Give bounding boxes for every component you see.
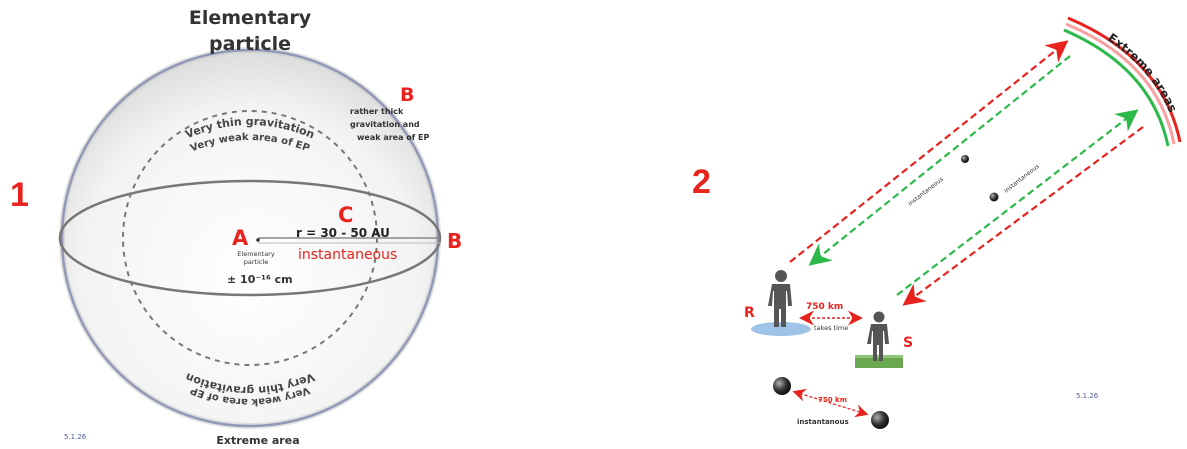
panel-2-code: 5.1.26 (1076, 392, 1099, 400)
panel-2-diagram: 2 Extreme areas instantaneous instantane… (692, 16, 1182, 429)
person-r-label: R (744, 305, 755, 321)
extreme-areas-label: Extreme areas (1105, 31, 1179, 115)
panel-2-number: 2 (692, 163, 711, 201)
person-s-head (873, 311, 885, 323)
title-line-2: particle (209, 33, 291, 55)
person-r-head (775, 270, 787, 282)
instant-label-2: instantaneous (1003, 163, 1041, 195)
extreme-area-label: Extreme area (216, 434, 299, 447)
red-arrow-down-right (902, 126, 1144, 306)
point-a-desc-2: particle (244, 258, 269, 266)
point-a-label: A (232, 226, 249, 250)
person-r-body (768, 284, 792, 327)
radius-value: r = 30 - 50 AU (296, 226, 390, 240)
person-r (751, 270, 811, 336)
person-s (855, 311, 903, 368)
point-a-desc-1: Elementary (237, 250, 275, 258)
point-b-top-desc-1: rather thick (350, 107, 404, 116)
panel-1-code: 5.1.26 (64, 433, 87, 441)
distance-particles-arrow (792, 388, 869, 418)
point-c-label: C (338, 203, 353, 227)
green-arrow-up-right (896, 109, 1139, 296)
person-s-ground (855, 357, 903, 368)
panel-1-number: 1 (10, 176, 29, 214)
instant-label-1: instantaneous (907, 176, 945, 208)
point-a-dot (256, 238, 260, 242)
point-a-size: ± 10⁻¹⁶ cm (227, 273, 293, 286)
particle-large-1 (773, 377, 791, 395)
person-s-body (867, 324, 889, 361)
particle-small-1 (961, 155, 969, 163)
extreme-arc-red (1067, 16, 1182, 143)
extreme-arc-green (1063, 28, 1170, 147)
distance-people-label: 750 km (806, 302, 843, 312)
person-r-ground (751, 322, 811, 336)
instant-label: instantaneous (298, 247, 397, 263)
panel-1-sphere: 1 Elementary particle B rather thick gra… (10, 7, 462, 447)
point-b-top-label: B (400, 84, 414, 106)
point-b-top-desc-2: gravitation and (350, 120, 420, 129)
extreme-arc-pink (1065, 22, 1176, 145)
particle-large-2 (871, 411, 889, 429)
title-line-1: Elementary (189, 7, 312, 29)
particle-small-2 (989, 192, 999, 202)
green-arrow-down-left (808, 55, 1071, 266)
distance-particles-label: 750 km (818, 396, 847, 404)
takes-time-label: takes time (814, 324, 848, 332)
point-b-right-label: B (447, 229, 462, 253)
instantanous-label: instantanous (797, 418, 849, 426)
red-arrow-up-left (789, 40, 1069, 263)
person-s-label: S (903, 335, 913, 351)
point-b-top-desc-3: weak area of EP (357, 133, 430, 142)
